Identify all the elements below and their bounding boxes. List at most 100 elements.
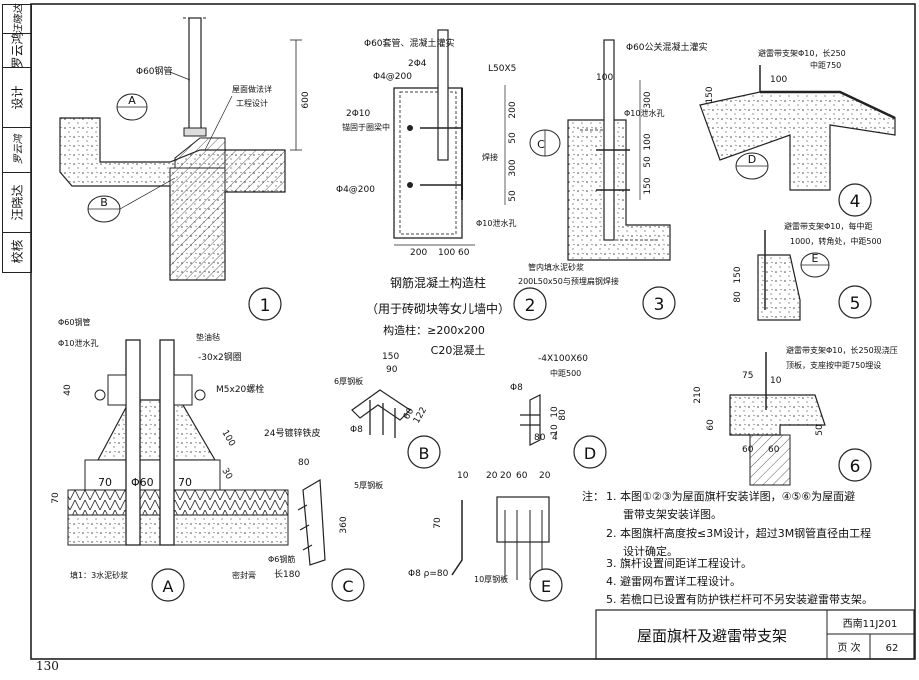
- dim: 60: [742, 445, 754, 455]
- detail-number-circle: [838, 448, 872, 482]
- callout: 垫油毡: [196, 332, 220, 342]
- dim: 200: [508, 101, 518, 118]
- detail-letter-circle: [151, 568, 185, 602]
- callout: 锚固于圈梁中: [342, 122, 390, 132]
- page-no: 62: [886, 643, 899, 654]
- dim: 70: [178, 476, 192, 489]
- atlas-code: 西南11J201: [843, 617, 898, 630]
- detail-number-circle: [838, 183, 872, 217]
- detail-number: 2: [525, 296, 536, 316]
- designer-sign-cell: 罗云鸿: [3, 127, 31, 173]
- notes-label: 注：: [582, 489, 604, 503]
- dim: 122: [412, 406, 429, 426]
- callout: 200L50x50与预埋扁钢焊接: [518, 276, 619, 286]
- detail-letter: D: [584, 444, 596, 463]
- note-line: 5. 若檐口已设置有防护铁栏杆可不另安装避雷带支架。: [606, 592, 873, 606]
- roof-note: 工程设计: [236, 98, 268, 108]
- section-letter: C: [537, 138, 545, 151]
- dim: 150: [382, 352, 399, 362]
- dim: 100: [219, 429, 236, 449]
- callout: 5厚钢板: [354, 480, 383, 490]
- detail-letter: A: [163, 577, 174, 596]
- roof-note: 屋面做法详: [232, 84, 272, 94]
- dim: 4: [552, 433, 558, 443]
- check-label-cell: 校核: [3, 232, 31, 270]
- designer-name: 罗云鸿: [10, 31, 25, 69]
- detail-2: Φ60套管、混凝土灌实 2Φ4 Φ4@200 L50X5 2Φ10 锚固于圈梁中…: [336, 29, 547, 357]
- dim: 60: [768, 445, 780, 455]
- dim: 10: [770, 376, 782, 386]
- callout: 避雷带支架Φ10，长250: [758, 48, 846, 58]
- callout: Φ8: [510, 383, 523, 393]
- checker-sign-cell: 汪晓达: [3, 4, 31, 34]
- dim: 100: [770, 75, 787, 85]
- dim: 20: [500, 471, 512, 481]
- note-line: 设计确定。: [623, 544, 678, 558]
- detail-number: 6: [850, 457, 861, 477]
- detail-number: 1: [260, 296, 271, 316]
- dim: 100: [596, 73, 613, 83]
- callout: 填1：3水泥砂浆: [70, 570, 128, 580]
- dim: 300: [643, 91, 653, 108]
- dim: 150: [643, 177, 653, 194]
- detail-letter: B: [419, 444, 430, 463]
- dim: 90: [386, 365, 398, 375]
- note-line: 4. 避雷网布置详工程设计。: [606, 574, 741, 588]
- callout: 中距500: [550, 368, 581, 378]
- detail-letter-circle: [407, 435, 441, 469]
- check-label: 校核: [10, 238, 25, 264]
- callout: -30x2钢圈: [198, 351, 242, 363]
- callout: Φ10泄水孔: [624, 108, 664, 118]
- callout: 焊接: [482, 152, 498, 162]
- dim: 40: [63, 384, 73, 396]
- signature-strip: 汪晓达 罗云鸿 设计 罗云鸿 汪晓达 校核: [2, 4, 32, 273]
- dim: 60: [458, 248, 470, 258]
- detail-number: 4: [850, 192, 861, 212]
- section-letter: E: [812, 252, 819, 265]
- note-line: 2. 本图旗杆高度按≤3M设计，超过3M钢管直径由工程: [606, 526, 871, 540]
- detail-3: Φ60公关混凝土灌实 100 Φ10泄水孔 300 100 50 150 C 管…: [518, 39, 708, 320]
- dim: 10: [457, 471, 469, 481]
- detail-number-circle: [838, 285, 872, 319]
- page-label: 页 次: [837, 641, 860, 654]
- detail-1: 600 Φ60钢管 屋面做法详 工程设计 A B 1: [59, 17, 311, 321]
- detail-spec: C20混凝土: [431, 343, 486, 357]
- detail-subtitle: （用于砖砌块等女儿墙中）: [366, 301, 510, 316]
- callout: 24号镀锌铁皮: [264, 427, 320, 439]
- designer-name-cell: 罗云鸿: [3, 31, 31, 69]
- callout: Φ60钢管: [58, 317, 90, 327]
- callout: 1000，转角处，中距500: [790, 236, 882, 246]
- detail-e: 10 20 20 60 20 70 Φ8 ρ=80 10厚钢板 E: [408, 471, 563, 602]
- callout: 2Φ10: [346, 109, 371, 119]
- dim: 200: [410, 248, 427, 258]
- callout: 管内填水泥砂浆: [528, 262, 584, 272]
- design-label-cell: 设计: [3, 67, 31, 128]
- dim: 70: [433, 517, 443, 529]
- dim: 100: [643, 133, 653, 150]
- callout: Φ4@200: [336, 185, 375, 195]
- callout: 长180: [274, 568, 300, 580]
- note-line: 雷带支架安装详图。: [623, 507, 722, 521]
- dim: 10: [550, 424, 560, 436]
- dim: 80: [534, 433, 546, 443]
- detail-c: 80 5厚钢板 360 Φ6钢筋 长180 C: [268, 458, 383, 602]
- section-letter: A: [128, 94, 136, 107]
- dim: 50: [643, 156, 653, 168]
- callout: -4X100X60: [538, 354, 588, 364]
- detail-number-circle: [642, 286, 676, 320]
- dim: 70: [51, 492, 61, 504]
- dim: 150: [705, 86, 715, 103]
- callout: 中距750: [810, 60, 841, 70]
- title-block: 屋面旗杆及避雷带支架 西南11J201 页 次 62: [595, 609, 915, 660]
- callout: Φ6钢筋: [268, 554, 295, 564]
- callout: Φ10泄水孔: [58, 338, 98, 348]
- callout: Φ60公关混凝土灌实: [626, 41, 708, 53]
- checker-name-cell: 汪晓达: [3, 172, 31, 233]
- dim: 360: [339, 516, 349, 533]
- callout: Φ8 ρ=80: [408, 569, 449, 579]
- detail-number-circle: [513, 287, 547, 321]
- flagpole: [125, 339, 141, 546]
- detail-letter: C: [342, 577, 353, 596]
- sheet-frame: [30, 3, 916, 660]
- detail-letter-circle: [529, 568, 563, 602]
